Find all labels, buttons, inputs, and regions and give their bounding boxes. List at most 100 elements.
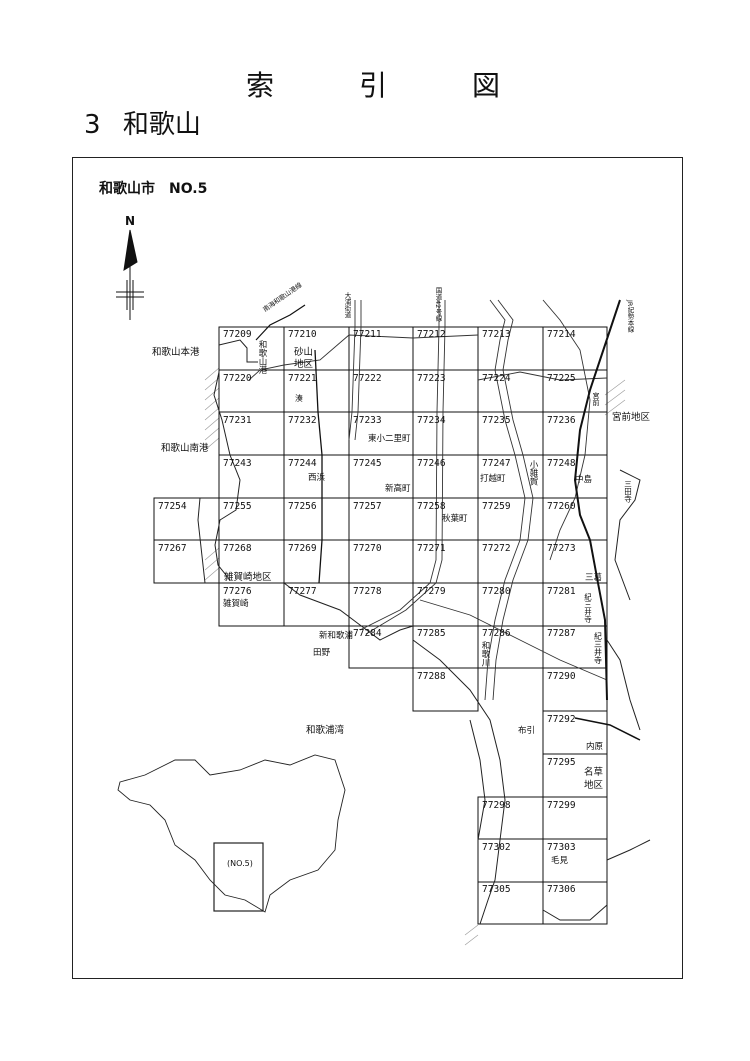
- cell-77306: 77306: [547, 884, 576, 895]
- label-kemi: 毛見: [551, 855, 569, 866]
- cell-77246: 77246: [417, 458, 446, 469]
- cell-77233: 77233: [353, 415, 382, 426]
- label-shinwakaura: 新和歌浦: [319, 630, 354, 641]
- cell-77273: 77273: [547, 543, 576, 554]
- cell-77258: 77258: [417, 501, 446, 512]
- label-jr-line: JR紀勢本線: [626, 299, 634, 333]
- label-nunobiki: 布引: [518, 725, 535, 736]
- cell-77303: 77303: [547, 842, 576, 853]
- cell-77280: 77280: [482, 586, 511, 597]
- cell-77256: 77256: [288, 501, 317, 512]
- cell-77211: 77211: [353, 329, 382, 340]
- cell-77247: 77247: [482, 458, 511, 469]
- cell-77234: 77234: [417, 415, 446, 426]
- label-sunayama-chiku: 地区: [294, 358, 314, 370]
- cell-77248: 77248: [547, 458, 576, 469]
- section-number: 3: [84, 110, 101, 140]
- heading-char-3: 図: [472, 69, 501, 102]
- rail-lines: [255, 299, 641, 741]
- city-label: 和歌山市 NO.5: [99, 181, 208, 197]
- label-nagusa: 名草: [584, 766, 603, 778]
- cell-77299: 77299: [547, 800, 576, 811]
- cell-77223: 77223: [417, 373, 446, 384]
- north-arrow: [116, 229, 144, 320]
- cell-77209: 77209: [223, 329, 252, 340]
- cell-77231: 77231: [223, 415, 252, 426]
- cell-77272: 77272: [482, 543, 511, 554]
- cell-77281: 77281: [547, 586, 576, 597]
- label-nagusa-chiku: 地区: [584, 779, 604, 791]
- cell-77305: 77305: [482, 884, 511, 895]
- coastline-hatching: [204, 367, 626, 946]
- label-miyamae: 宮前地区: [612, 411, 651, 423]
- label-wakayama-river: 和歌川: [480, 641, 490, 667]
- cell-77286: 77286: [482, 628, 511, 639]
- label-uchikoshi: 打越町: [480, 473, 506, 484]
- cell-77244: 77244: [288, 458, 317, 469]
- cell-77288: 77288: [417, 671, 446, 682]
- grid-cell-ids: 77209 77210 77211 77212 77213 77214 7722…: [158, 329, 576, 895]
- heading-char-1: 索: [246, 69, 275, 102]
- cell-77245: 77245: [353, 458, 382, 469]
- cell-77257: 77257: [353, 501, 382, 512]
- label-wakayamako-station: 和歌山港: [257, 340, 267, 375]
- label-wakayama-honko: 和歌山本港: [152, 346, 200, 358]
- label-santa: 三田寺: [623, 480, 632, 503]
- label-nakajima: 中島: [575, 474, 593, 485]
- cell-77254: 77254: [158, 501, 187, 512]
- cell-77222: 77222: [353, 373, 382, 384]
- place-labels: 和歌山本港 和歌山南港 砂山 地区 湊 東小二里町 西浜 新高町 秋葉町 打越町…: [152, 346, 651, 866]
- label-kimiidera: 紀三井寺: [594, 631, 603, 664]
- cell-77232: 77232: [288, 415, 317, 426]
- section-title: 3 和歌山: [84, 104, 201, 141]
- label-sunayama: 砂山: [294, 346, 313, 358]
- cell-77225: 77225: [547, 373, 576, 384]
- cell-77267: 77267: [158, 543, 187, 554]
- cell-77287: 77287: [547, 628, 576, 639]
- cell-77279: 77279: [417, 586, 446, 597]
- label-mikuzu: 三葛: [585, 572, 602, 583]
- label-wakaura-bay: 和歌浦湾: [306, 724, 345, 736]
- cell-77259: 77259: [482, 501, 511, 512]
- cell-77220: 77220: [223, 373, 252, 384]
- cell-77292: 77292: [547, 714, 576, 725]
- label-saikazaki: 雑賀崎: [223, 598, 249, 609]
- label-route42: 国道42号線: [434, 287, 442, 322]
- north-label: N: [125, 214, 135, 228]
- section-name: 和歌山: [122, 110, 201, 140]
- label-miyamae-station: 宮前: [592, 391, 600, 407]
- cell-77284: 77284: [353, 628, 382, 639]
- cell-77290: 77290: [547, 671, 576, 682]
- cell-77270: 77270: [353, 543, 382, 554]
- cell-77214: 77214: [547, 329, 576, 340]
- cell-77255: 77255: [223, 501, 252, 512]
- cell-77236: 77236: [547, 415, 576, 426]
- label-nishihama: 西浜: [308, 472, 326, 483]
- cell-77213: 77213: [482, 329, 511, 340]
- cell-77295: 77295: [547, 757, 576, 768]
- label-kozaika: 小雑賀: [528, 459, 538, 486]
- cell-77224: 77224: [482, 373, 511, 384]
- label-kimiidera-station: 紀三井寺: [583, 592, 592, 624]
- label-otaura-road: 大浦街道: [343, 291, 351, 320]
- cell-77278: 77278: [353, 586, 382, 597]
- cell-77302: 77302: [482, 842, 511, 853]
- label-wakayama-nanko: 和歌山南港: [161, 442, 209, 454]
- label-akiba: 秋葉町: [442, 513, 468, 524]
- label-minato: 湊: [295, 393, 303, 403]
- label-uchihara: 内原: [586, 741, 603, 752]
- label-higashi-konii: 東小二里町: [368, 433, 411, 444]
- cell-77269: 77269: [288, 543, 317, 554]
- cell-77271: 77271: [417, 543, 446, 554]
- cell-77243: 77243: [223, 458, 252, 469]
- cell-77276: 77276: [223, 586, 252, 597]
- coastlines: [197, 339, 651, 925]
- inset-map: [117, 754, 346, 913]
- heading-char-2: 引: [359, 69, 388, 102]
- cell-77285: 77285: [417, 628, 446, 639]
- cell-77221: 77221: [288, 373, 317, 384]
- map-grid: [153, 326, 608, 925]
- cell-77212: 77212: [417, 329, 446, 340]
- cell-77235: 77235: [482, 415, 511, 426]
